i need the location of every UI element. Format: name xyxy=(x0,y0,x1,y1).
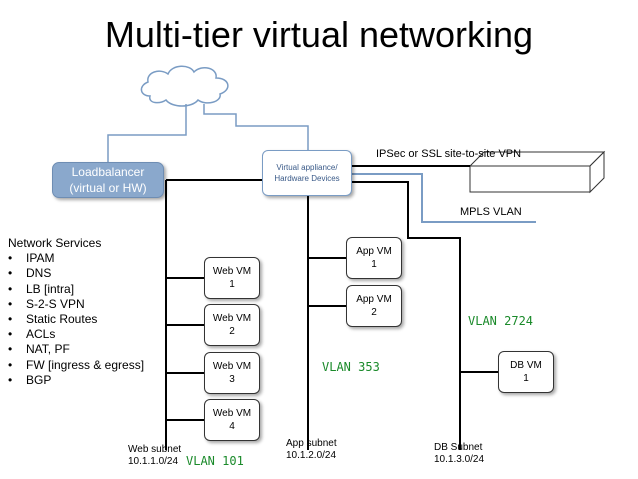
service-item: NAT, PF xyxy=(8,342,144,357)
virtual-appliance-box: Virtual appliance/ Hardware Devices xyxy=(262,150,352,196)
app-vm-2-box: App VM 2 xyxy=(346,285,402,327)
vlan-app-label: VLAN 353 xyxy=(322,360,380,374)
service-item: S-2-S VPN xyxy=(8,297,144,312)
app-vm-1-box: App VM 1 xyxy=(346,237,402,279)
service-item: FW [ingress & egress] xyxy=(8,358,144,373)
app-subnet-label: App subnet 10.1.2.0/24 xyxy=(286,438,337,461)
web-vm-3-box: Web VM 3 xyxy=(204,352,260,394)
service-item: BGP xyxy=(8,373,144,388)
web-vm-1-box: Web VM 1 xyxy=(204,257,260,299)
service-item: LB [intra] xyxy=(8,282,144,297)
web-subnet-label: Web subnet 10.1.1.0/24 xyxy=(128,444,182,467)
network-services-list: Network Services IPAM DNS LB [intra] S-2… xyxy=(8,236,144,388)
service-item: ACLs xyxy=(8,327,144,342)
db-vm-1-box: DB VM 1 xyxy=(498,351,554,393)
loadbalancer-box: Loadbalancer (virtual or HW) xyxy=(52,162,164,198)
mpls-vlan-label: MPLS VLAN xyxy=(460,206,522,218)
mpls-vlan-line xyxy=(352,173,536,223)
cloud-to-appliance-line xyxy=(203,104,309,150)
vlan-db-label: VLAN 2724 xyxy=(468,314,534,328)
page-title: Multi-tier virtual networking xyxy=(104,14,534,55)
network-services-heading: Network Services xyxy=(8,236,102,250)
ipsec-vpn-label: IPSec or SSL site-to-site VPN xyxy=(376,148,522,160)
db-backbone-line xyxy=(352,181,461,450)
cloud-to-loadbalancer-line xyxy=(107,104,187,162)
service-item: DNS xyxy=(8,266,144,281)
db-subnet-label: DB Subnet 10.1.3.0/24 xyxy=(434,442,485,465)
web-vm-2-box: Web VM 2 xyxy=(204,304,260,346)
vlan-web-label: VLAN 101 xyxy=(186,454,244,468)
service-item: IPAM xyxy=(8,251,144,266)
cloud-icon xyxy=(140,65,229,107)
remote-site-box-icon xyxy=(468,150,606,194)
web-vm-4-box: Web VM 4 xyxy=(204,399,260,441)
service-item: Static Routes xyxy=(8,312,144,327)
